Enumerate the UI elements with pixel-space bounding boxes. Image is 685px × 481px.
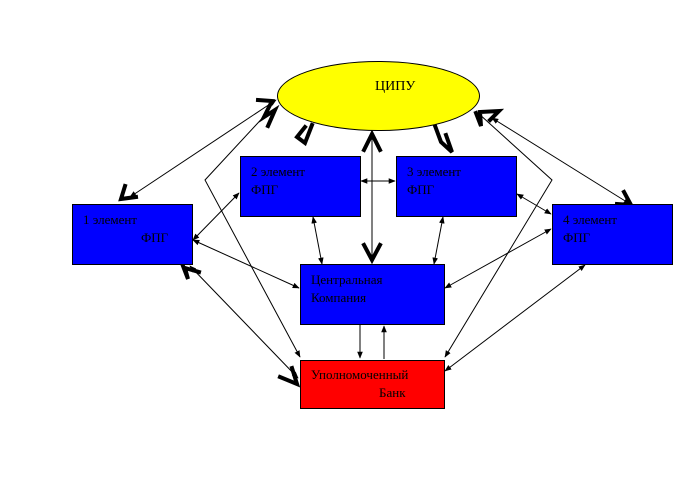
connector-element1-central	[192, 239, 300, 289]
node-element3-line2: ФПГ	[407, 182, 435, 197]
node-bank-line2: Банк	[379, 385, 406, 400]
thick-arrowhead	[294, 122, 315, 147]
node-element2: 2 элемент ФПГ	[240, 156, 361, 217]
node-bank: Уполномоченный Банк	[300, 360, 445, 409]
connector-element1-bank	[189, 265, 299, 379]
node-element2-line2: ФПГ	[251, 182, 279, 197]
connector-cipu-bank-left	[204, 111, 301, 358]
node-element3-line1: 3 элемент	[407, 164, 461, 179]
thick-arrowhead	[277, 365, 301, 388]
connector-cipu-bank-right	[444, 112, 553, 358]
node-element4-line1: 4 элемент	[563, 212, 617, 227]
thick-arrowhead	[255, 97, 280, 129]
connector-element4-bank	[444, 264, 586, 372]
node-central-line2: Компания	[311, 290, 367, 305]
node-central: Центральная Компания	[300, 264, 445, 325]
connector-element3-central	[432, 216, 445, 265]
thick-arrowhead	[118, 183, 139, 202]
thick-arrowhead	[431, 120, 454, 154]
node-bank-line1: Уполномоченный	[311, 367, 409, 382]
connector-cipu-element4	[491, 117, 631, 205]
node-element2-line1: 2 элемент	[251, 164, 305, 179]
thick-arrowhead	[361, 129, 383, 153]
connector-cipu-element1	[129, 99, 277, 198]
node-element4: 4 элемент ФПГ	[552, 204, 673, 265]
thick-arrowhead	[180, 263, 202, 280]
connector-element2-central	[311, 216, 324, 265]
node-element1: 1 элемент ФПГ	[72, 204, 193, 265]
connector-element1-element2	[192, 192, 240, 241]
node-element1-line1: 1 элемент	[83, 212, 137, 227]
node-cipu-label: ЦИПУ	[375, 79, 416, 94]
connector-element4-central	[444, 228, 552, 289]
node-element1-line2: ФПГ	[141, 230, 169, 245]
thick-arrowhead	[473, 108, 505, 127]
connector-element3-element4	[516, 193, 552, 215]
thick-arrowhead	[361, 242, 383, 265]
node-central-line1: Центральная	[311, 272, 383, 287]
node-element4-line2: ФПГ	[563, 230, 591, 245]
node-element3: 3 элемент ФПГ	[396, 156, 517, 217]
node-cipu: ЦИПУ	[277, 61, 480, 131]
